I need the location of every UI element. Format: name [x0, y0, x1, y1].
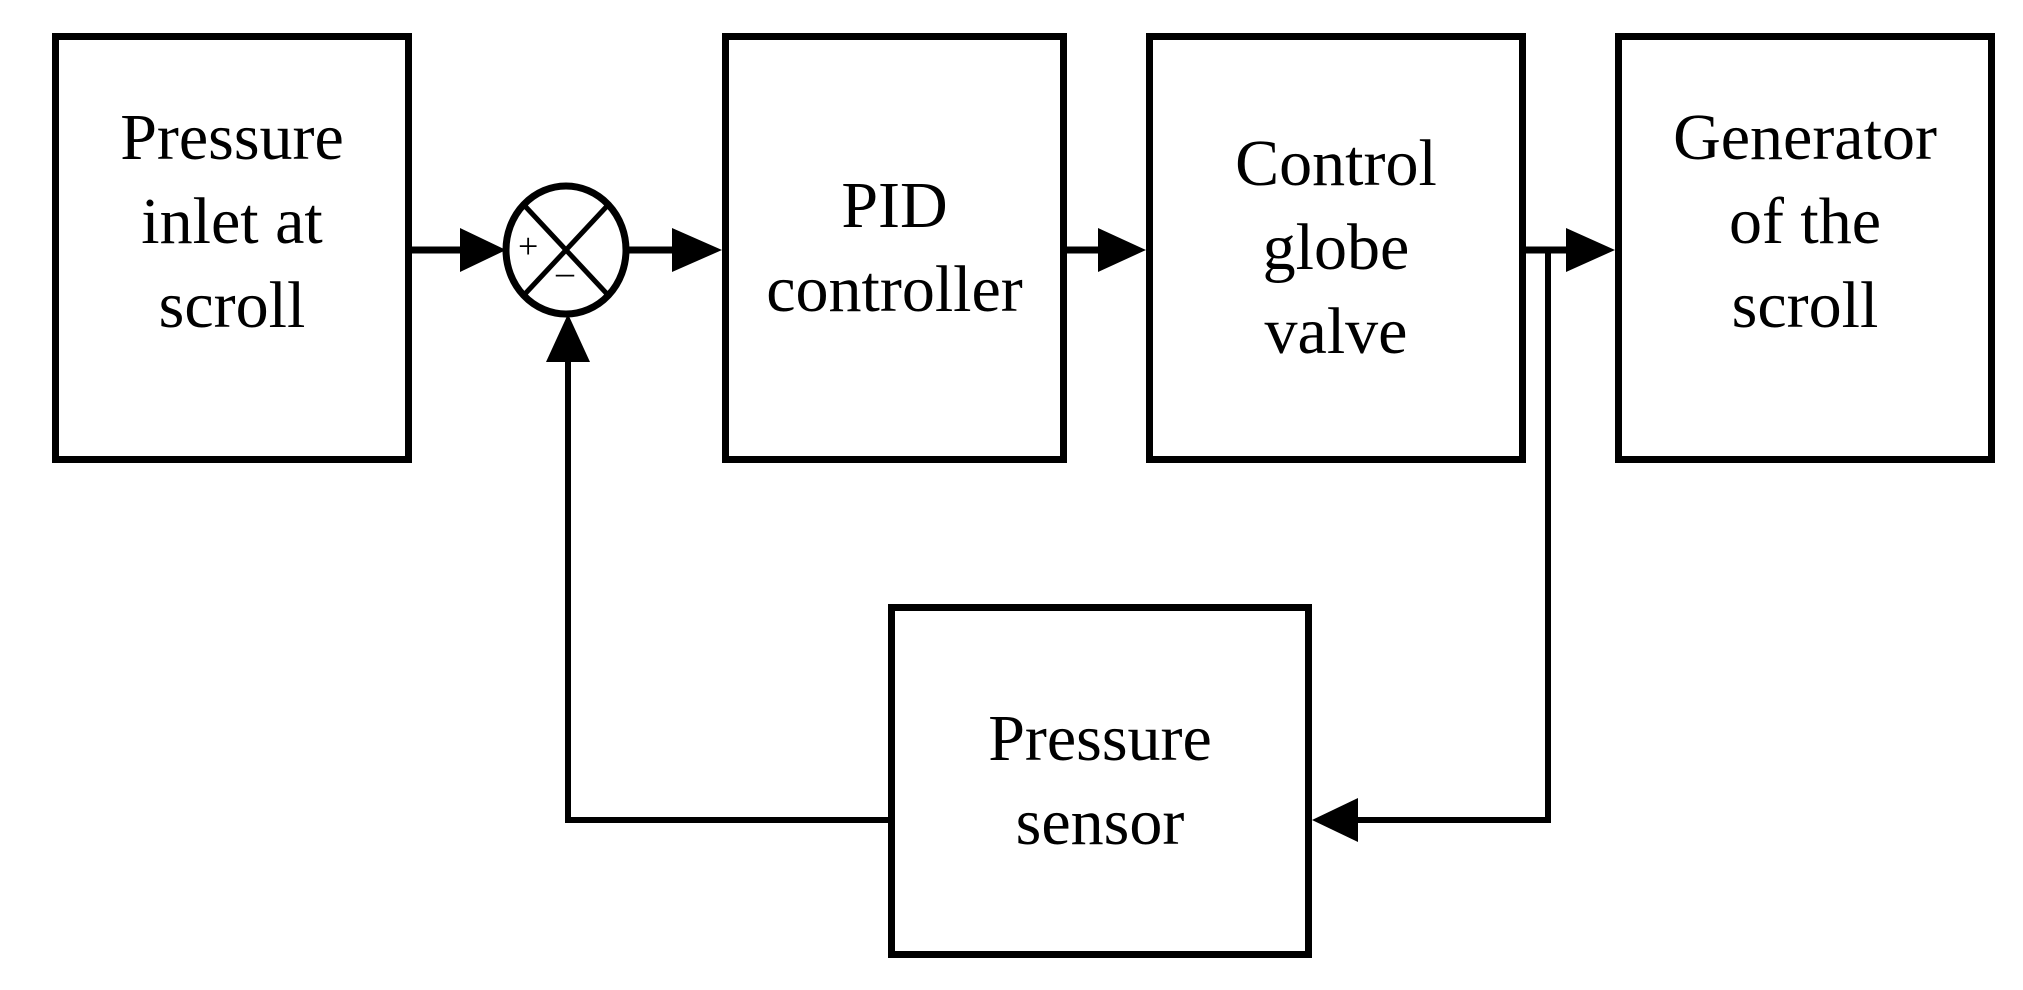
- pressure-inlet-block: Pressure inlet at scroll: [52, 33, 412, 463]
- feedback-line-to-sensor: [1312, 250, 1551, 842]
- arrow-valve-to-generator: [1526, 228, 1615, 272]
- control-globe-valve-block: Control globe valve: [1146, 33, 1526, 463]
- pressure-sensor-label: Pressure sensor: [988, 702, 1212, 859]
- pid-controller-label: PID controller: [766, 169, 1023, 326]
- arrow-pid-to-valve: [1067, 228, 1146, 272]
- pressure-sensor-block: Pressure sensor: [888, 604, 1312, 958]
- generator-label: Generator of the scroll: [1673, 101, 1937, 342]
- arrow-inlet-to-junction: [412, 228, 506, 272]
- pressure-inlet-label: Pressure inlet at scroll: [120, 101, 344, 342]
- control-globe-valve-label: Control globe valve: [1235, 127, 1437, 368]
- junction-minus-sign: –: [556, 252, 574, 292]
- generator-block: Generator of the scroll: [1615, 33, 1995, 463]
- feedback-line-to-junction: [546, 314, 888, 823]
- arrow-junction-to-pid: [626, 228, 722, 272]
- junction-plus-sign: +: [518, 226, 539, 266]
- pid-controller-block: PID controller: [722, 33, 1067, 463]
